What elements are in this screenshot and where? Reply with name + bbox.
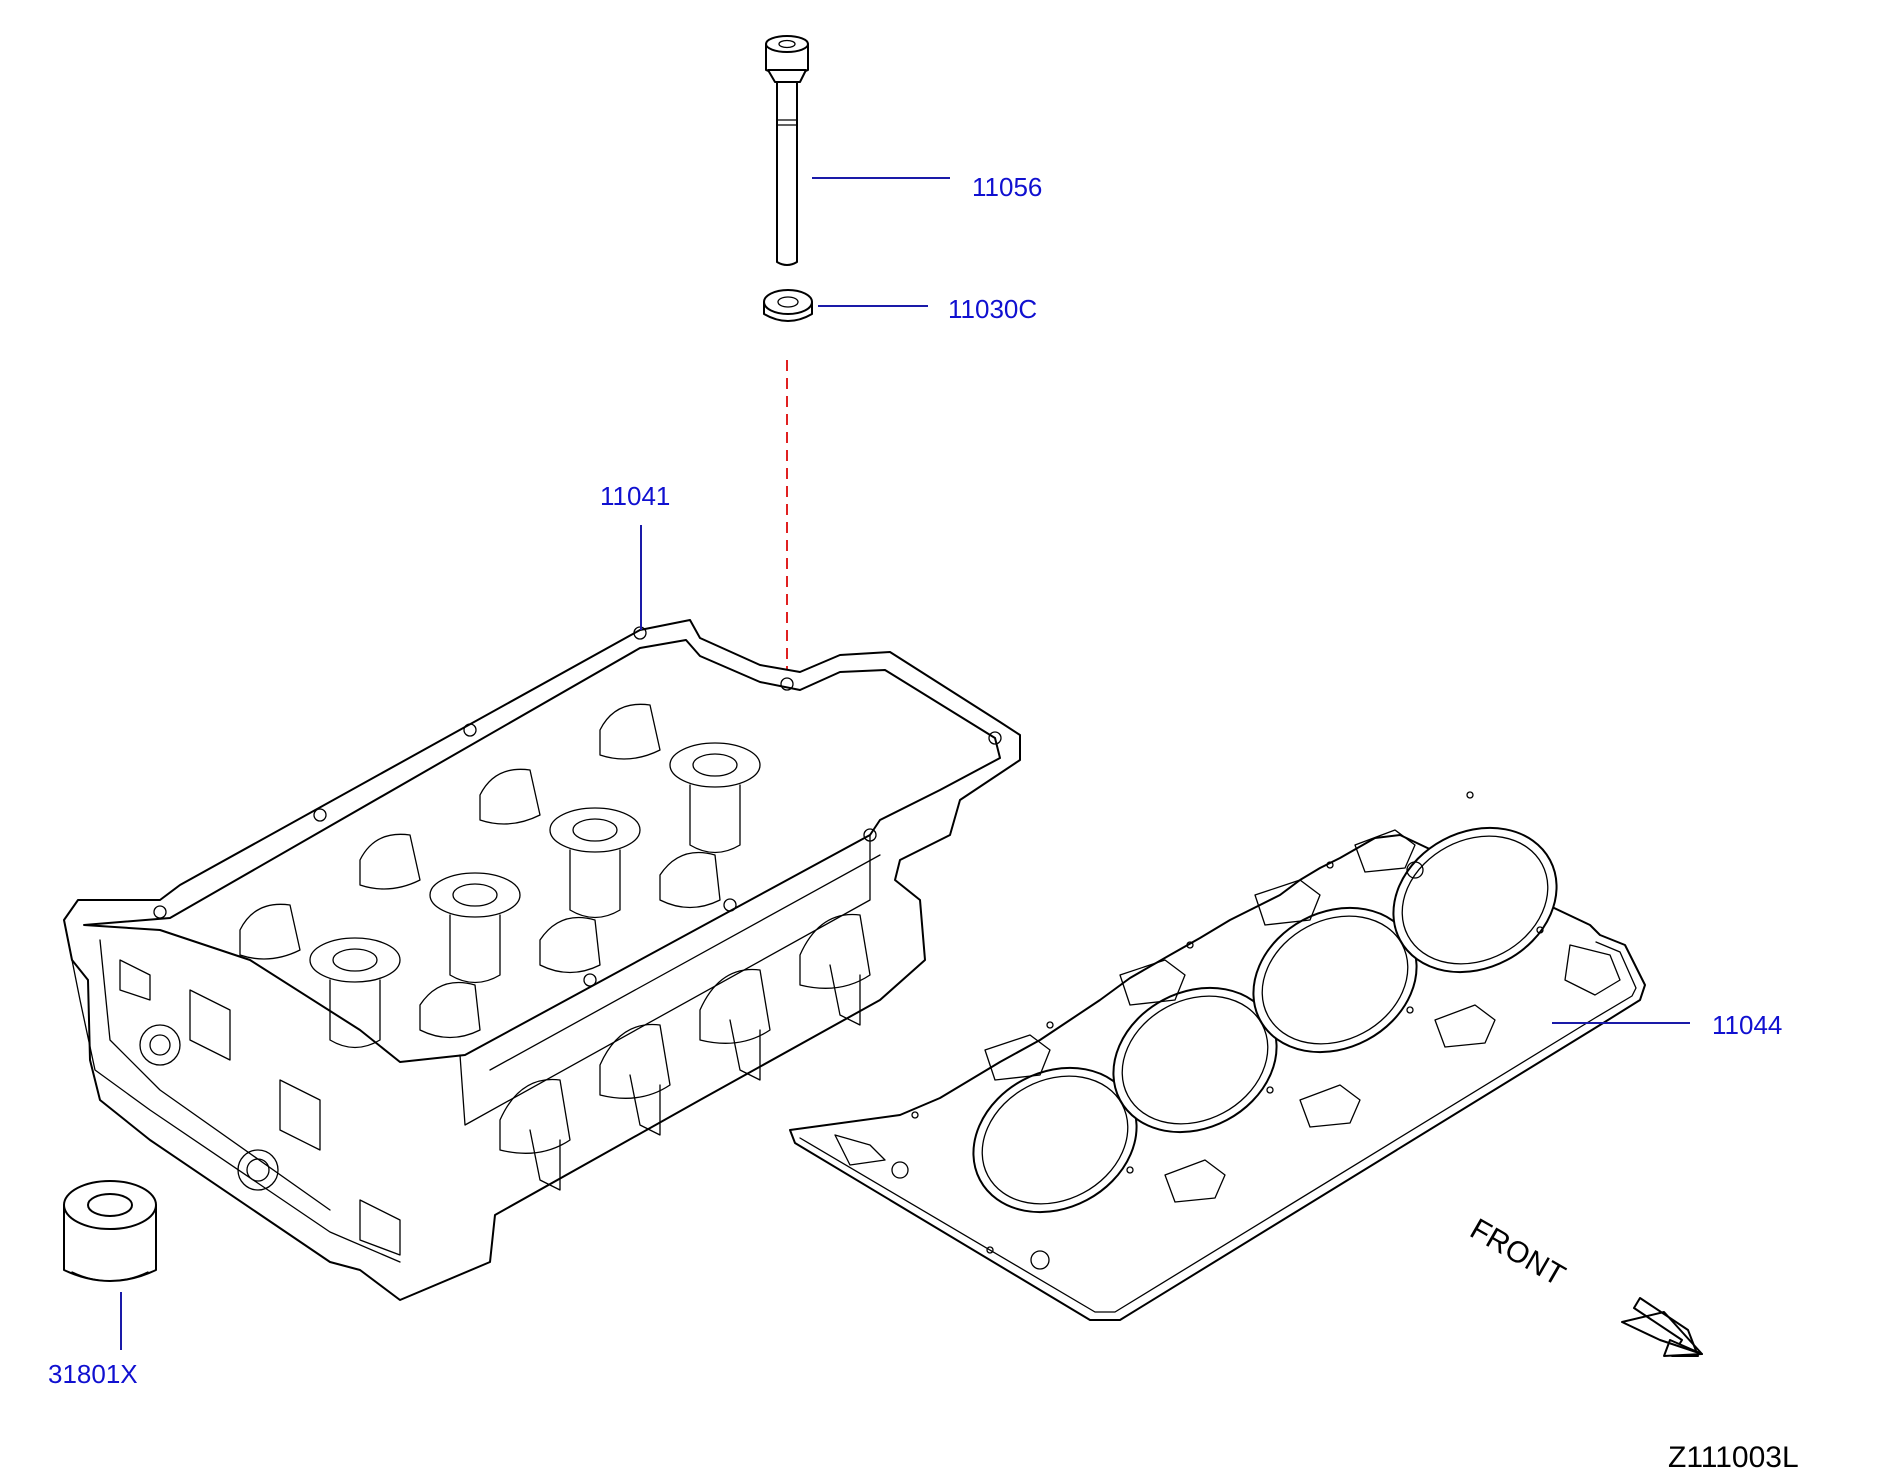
gasket-cylinder-bores [972,826,1558,1214]
callout-valve-seal[interactable]: 31801X [48,1359,138,1389]
callout-washer[interactable]: 11030C [948,294,1037,324]
head-gasket-part[interactable] [789,791,1646,1321]
cam-lobes [239,703,721,1039]
leader-lines [120,177,1690,1350]
front-label: FRONT [1465,1212,1571,1292]
bolt-washer-part[interactable] [763,289,813,322]
drawing-id: Z111003L [1668,1441,1799,1474]
intake-ports [499,913,871,1191]
gasket-passages [834,829,1621,1270]
callout-head-gasket[interactable]: 11044 [1712,1010,1782,1040]
valve-seal-part[interactable] [63,1180,157,1282]
head-bolt-part[interactable] [765,35,809,266]
callout-bolt[interactable]: 11056 [972,172,1042,202]
front-direction-indicator: FRONT [1465,1212,1703,1357]
cylinder-head-part[interactable] [63,619,1021,1301]
callout-cylinder-head[interactable]: 11041 [600,481,670,511]
callout-labels: 11056 11030C 11041 11044 31801X [48,172,1782,1389]
cam-journal-caps [309,742,761,1049]
gasket-dowel-holes [911,791,1544,1254]
